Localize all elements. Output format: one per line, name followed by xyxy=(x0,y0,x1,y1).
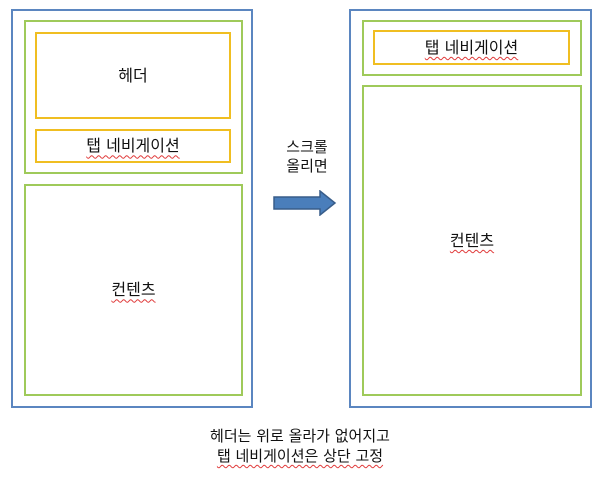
bottom-caption-line-2: 탭 네비게이션은 상단 고정 xyxy=(216,447,384,465)
right-arrow-icon xyxy=(273,190,337,216)
before-tab-nav-label: 탭 네비게이션 xyxy=(86,136,180,156)
after-content-box: 컨텐츠 xyxy=(362,85,582,396)
after-top-section xyxy=(362,20,582,76)
transition-caption: 스크롤 올리면 xyxy=(268,138,346,176)
after-tab-nav-box: 탭 네비게이션 xyxy=(373,30,570,65)
before-tab-nav-box: 탭 네비게이션 xyxy=(35,129,231,163)
before-phone-frame xyxy=(11,9,253,408)
before-header-label: 헤더 xyxy=(118,65,148,85)
bottom-caption-line-1: 헤더는 위로 올라가 없어지고 xyxy=(210,427,390,445)
before-content-label: 컨텐츠 xyxy=(111,280,156,300)
after-tab-nav-label: 탭 네비게이션 xyxy=(424,37,519,57)
before-content-box: 컨텐츠 xyxy=(24,184,243,396)
after-content-label: 컨텐츠 xyxy=(449,230,495,250)
transition-caption-line-1: 스크롤 xyxy=(286,138,328,156)
after-phone-frame xyxy=(349,9,592,408)
before-header-box: 헤더 xyxy=(35,32,231,119)
bottom-caption: 헤더는 위로 올라가 없어지고 탭 네비게이션은 상단 고정 xyxy=(0,426,600,466)
transition-caption-line-2: 올리면 xyxy=(286,157,328,175)
before-top-section xyxy=(24,20,243,174)
